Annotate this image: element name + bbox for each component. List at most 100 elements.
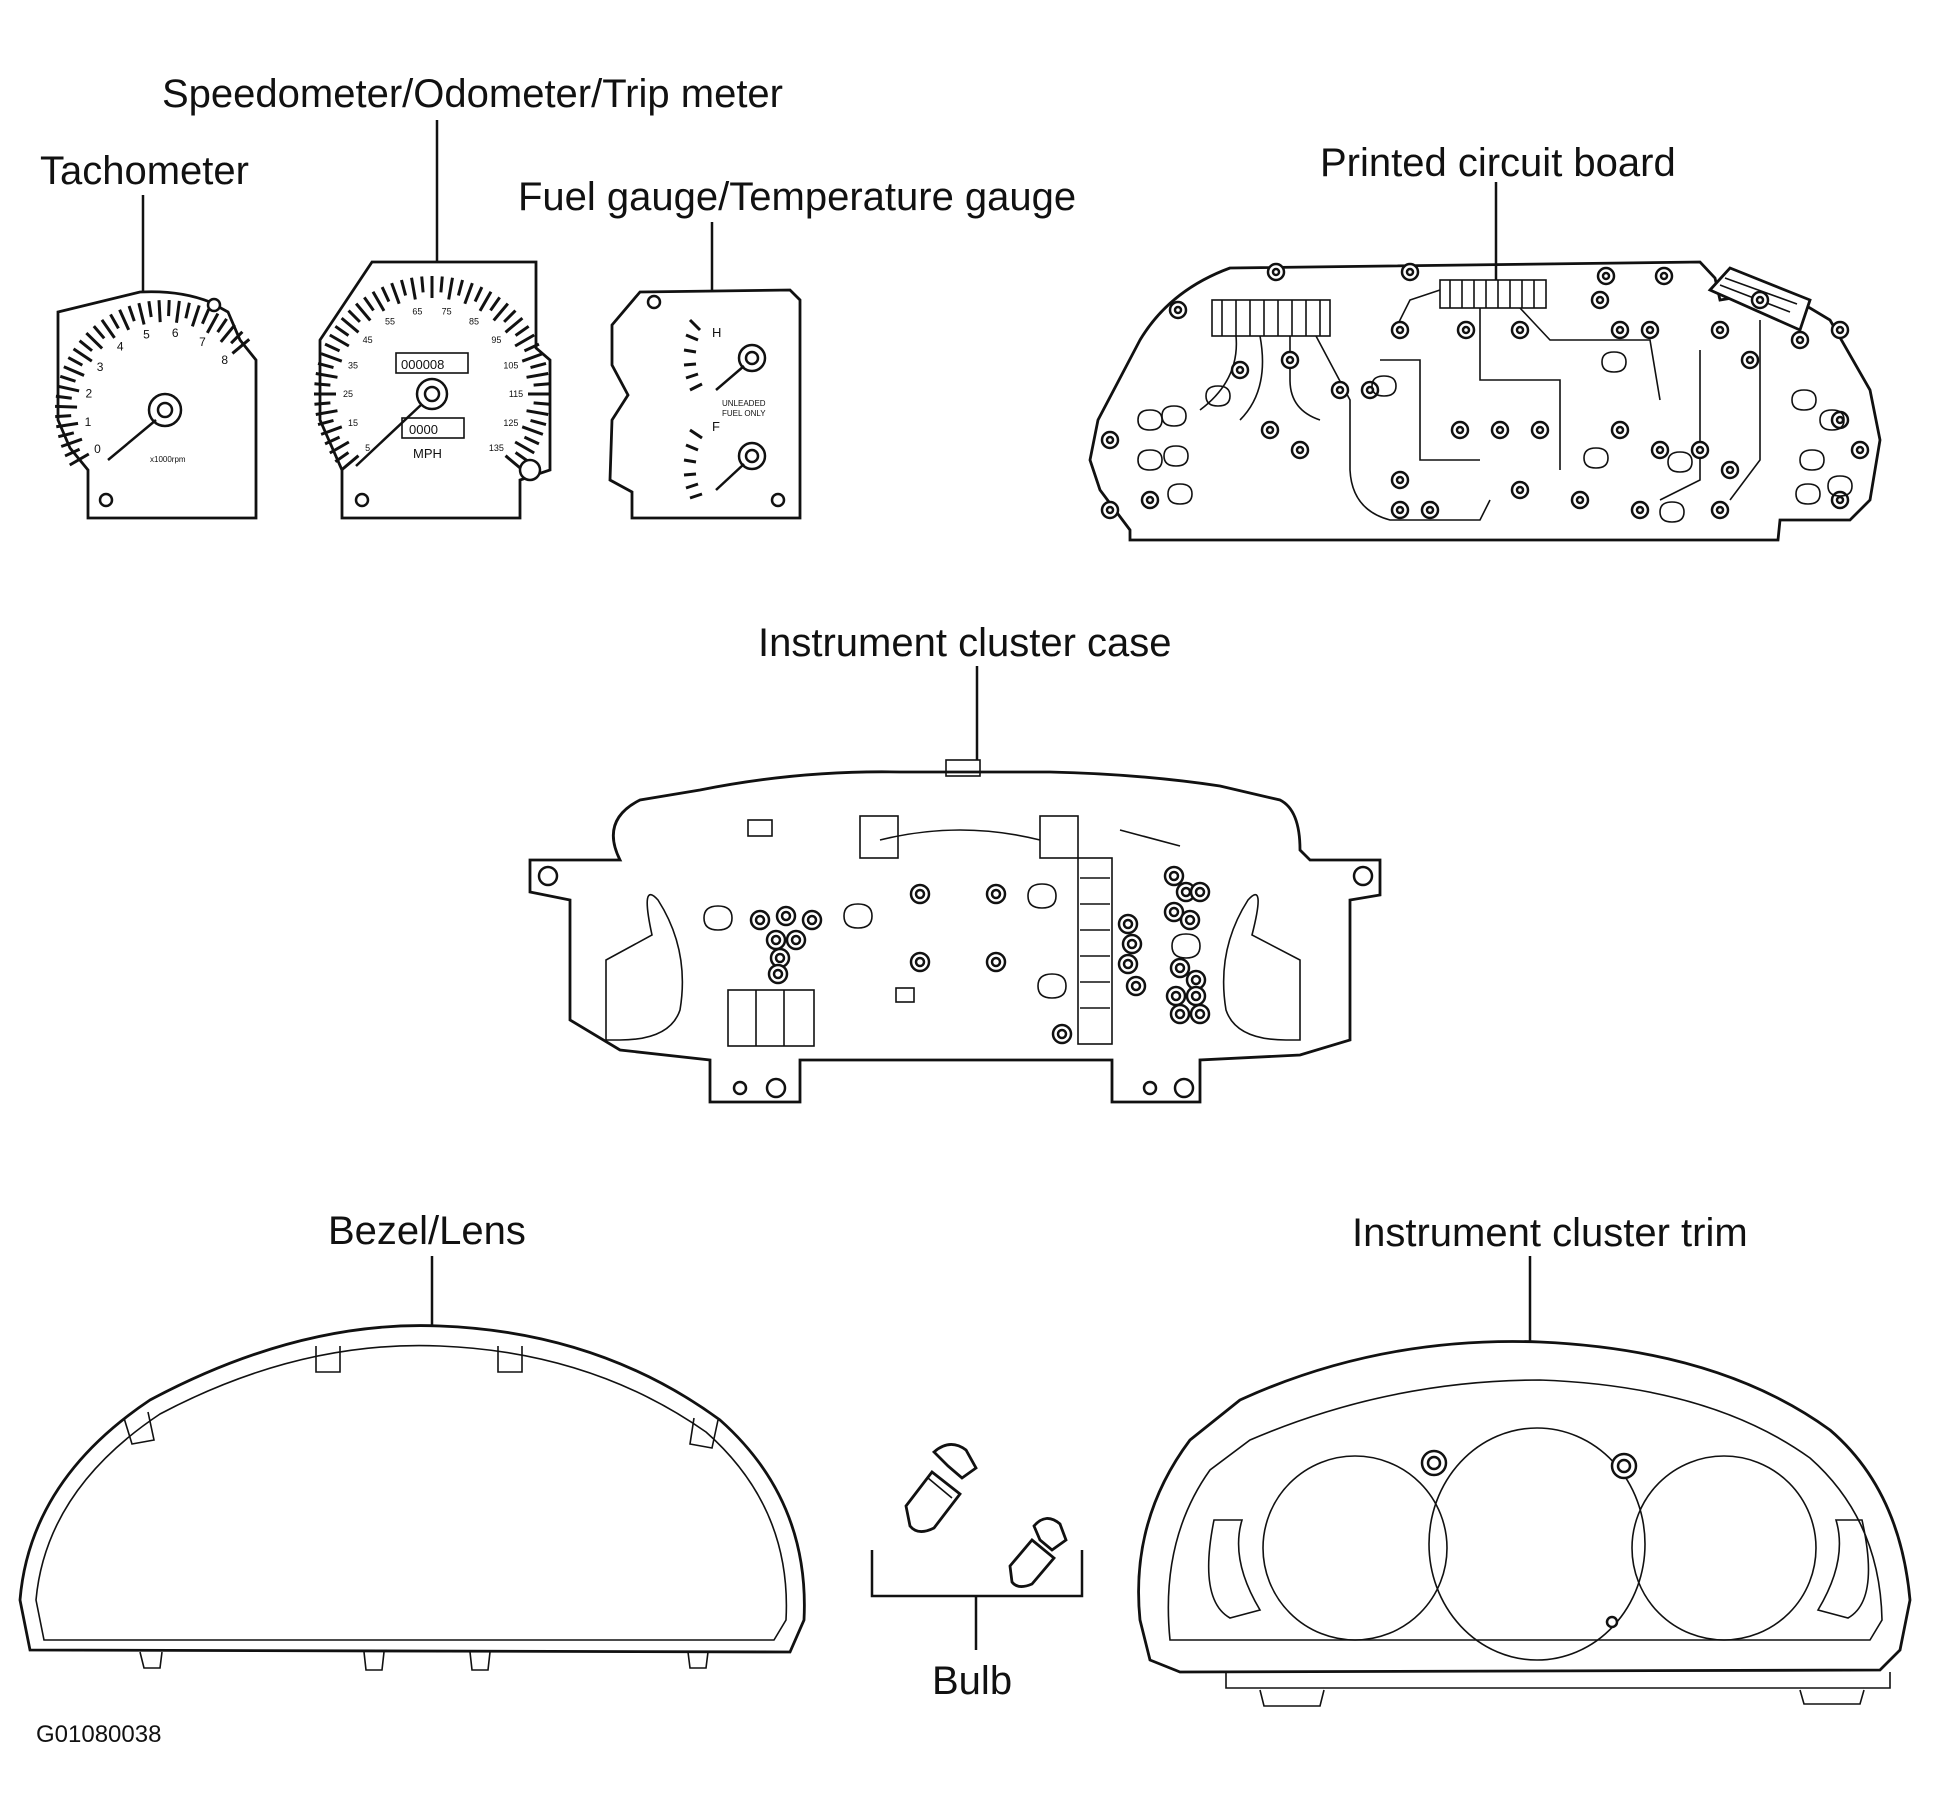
pcb-hole-inner (1535, 425, 1545, 435)
fuel-temperature-gauge-part: H F UNLEADED FUEL ONLY (608, 288, 802, 520)
fuel-note-line1: UNLEADED (722, 399, 766, 408)
case-socket-inner (1174, 1008, 1186, 1020)
pcb-hole-inner (1755, 295, 1765, 305)
pcb-left-connector (1211, 299, 1331, 337)
case-right-opening (1222, 894, 1301, 1041)
pcb-hole-inner (1395, 325, 1405, 335)
pcb-hole-inner (1835, 415, 1845, 425)
dial-tick (324, 435, 341, 446)
pcb-hole-inner (1835, 495, 1845, 505)
case-socket-inner (1130, 980, 1142, 992)
dial-tick (533, 401, 550, 406)
dial-tick (514, 333, 535, 348)
dial-number: 4 (117, 339, 124, 353)
pcb-bulb-socket (1667, 451, 1693, 473)
case-bulb-socket (1037, 973, 1067, 999)
case-bulb-sockets (703, 865, 1211, 1045)
dial-tick (390, 282, 401, 305)
dial-tick (60, 437, 83, 448)
pcb-bulb-socket (1205, 385, 1231, 407)
temperature-high-mark: H (712, 325, 721, 340)
dial-number: 45 (363, 335, 373, 345)
dial-tick (324, 342, 341, 353)
case-socket-inner (1184, 914, 1196, 926)
pcb-hole-inner (1615, 325, 1625, 335)
dial-number: 25 (343, 389, 353, 399)
pcb-hole-inner (1601, 271, 1611, 281)
case-top-tab (945, 759, 981, 777)
dial-tick (334, 325, 350, 337)
dial-number: 135 (489, 443, 504, 453)
instrument-cluster-trim-label: Instrument cluster trim (1352, 1211, 1748, 1255)
dial-tick (63, 365, 85, 377)
pcb-hole-inner (1173, 305, 1183, 315)
bulb-part (870, 1443, 1084, 1650)
bezel-lens-part (18, 1324, 806, 1671)
dial-tick (174, 300, 181, 323)
dial-tick (363, 296, 375, 312)
dial-tick (523, 435, 540, 446)
case-socket-inner (772, 968, 784, 980)
pcb-bulb-socket (1659, 501, 1685, 523)
pcb-bulb-socket (1137, 449, 1163, 471)
pcb-hole-inner (1515, 485, 1525, 495)
case-socket-inner (1180, 886, 1192, 898)
pcb-hole-inner (1105, 505, 1115, 515)
pcb-hole-inner (1659, 271, 1669, 281)
case-socket-inner (780, 910, 792, 922)
dial-number: 1 (85, 415, 92, 429)
pcb-hole-inner (1725, 465, 1735, 475)
pcb-hole-inner (1405, 267, 1415, 277)
dial-number: 5 (365, 443, 370, 453)
dial-number: 85 (469, 316, 479, 326)
pcb-hole-inner (1715, 505, 1725, 515)
pcb-bulb-socket (1791, 389, 1817, 411)
pcb-hole-inner (1595, 295, 1605, 305)
pcb-bulb-socket (1163, 445, 1189, 467)
case-socket-inner (1168, 870, 1180, 882)
pcb-hole-inner (1635, 505, 1645, 515)
pcb-hole-inner (1695, 445, 1705, 455)
dial-number: 5 (143, 327, 150, 341)
case-socket-inner (754, 914, 766, 926)
dial-tick (109, 313, 120, 330)
dial-tick (320, 425, 343, 436)
dial-tick (137, 302, 146, 325)
odometer-window (395, 352, 469, 374)
dial-tick (317, 418, 334, 426)
dial-tick (410, 277, 417, 300)
dial-tick (57, 431, 75, 439)
dial-tick (184, 302, 191, 319)
dial-tick (68, 452, 90, 467)
dial-tick (72, 347, 93, 363)
dial-tick (59, 374, 76, 383)
pcb-hole-inner (1645, 325, 1655, 335)
printed-circuit-board-label: Printed circuit board (1320, 141, 1676, 185)
pcb-mounting-holes (1100, 262, 1870, 523)
dial-tick (400, 279, 408, 296)
dial-tick (231, 338, 251, 355)
dial-number: 7 (199, 335, 206, 349)
case-right-socket (1039, 815, 1079, 859)
dial-tick (320, 352, 343, 363)
instrument-cluster-case-part (528, 759, 1382, 1104)
case-socket-inner (1168, 906, 1180, 918)
dial-tick (64, 447, 81, 458)
case-lower-connector (727, 989, 815, 1047)
case-bulb-socket (1171, 933, 1201, 959)
tachometer-needle (107, 419, 157, 461)
pcb-hole-inner (1575, 495, 1585, 505)
case-socket-inner (990, 888, 1002, 900)
dial-tick (340, 454, 360, 471)
dial-tick (157, 300, 162, 323)
case-socket-inner (1122, 958, 1134, 970)
dial-tick (526, 372, 549, 379)
dial-number: 75 (442, 306, 452, 316)
pcb-bulb-socket (1583, 447, 1609, 469)
case-socket-inner (1174, 962, 1186, 974)
dial-tick (478, 291, 493, 312)
